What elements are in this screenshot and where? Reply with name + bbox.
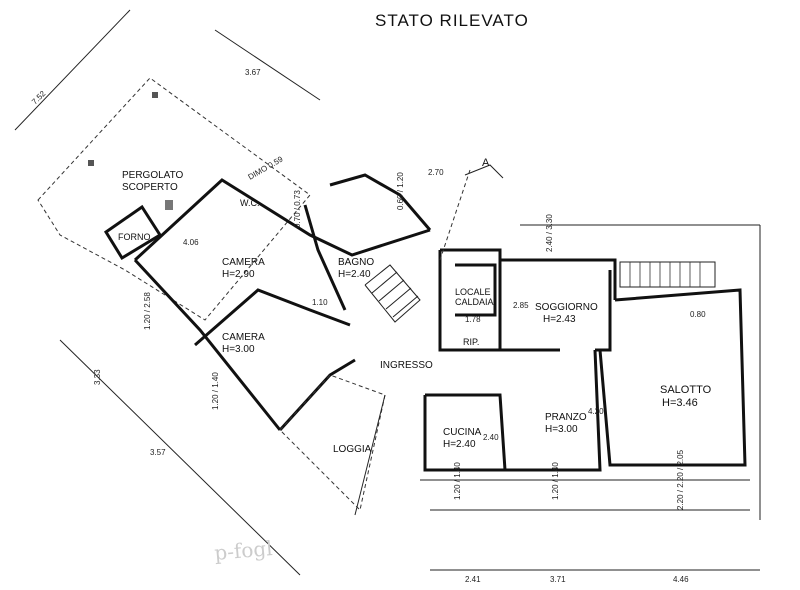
dim-070-073: 0.70 / 0.73 xyxy=(293,190,302,228)
dim-camera-depth: 4.06 xyxy=(183,238,199,247)
cucina-box xyxy=(423,393,507,472)
dim-ant: DIMO 0.59 xyxy=(247,154,285,181)
dim-top-width: 3.67 xyxy=(245,68,261,77)
room-wc: W.C. xyxy=(240,198,260,208)
dim-120-140-a: 1.20 / 1.40 xyxy=(211,372,220,410)
camera-divider-wall xyxy=(194,288,351,347)
bagno-left-wall xyxy=(303,204,347,311)
dim-diag: 2.70 xyxy=(428,168,444,177)
room-bagno-l1: BAGNO xyxy=(338,257,374,268)
room-pergolato-l1: PERGOLATO xyxy=(122,170,184,181)
handwritten-note: p-fogl xyxy=(213,536,273,565)
room-pranzo-l2: H=3.00 xyxy=(545,424,578,435)
room-soggiorno-l1: SOGGIORNO xyxy=(535,302,598,313)
dim-left-bottom: 3.57 xyxy=(150,448,166,457)
dim-base-3: 4.46 xyxy=(673,575,689,584)
dim-pranzo-d: 4.20 xyxy=(588,407,604,416)
right-block xyxy=(420,224,761,520)
bagno-top-wall xyxy=(329,173,432,231)
section-cut-line xyxy=(439,169,471,261)
dim-bottom-1: 1.20 / 1.40 xyxy=(453,462,462,500)
room-camera2-l2: H=3.00 xyxy=(222,344,255,355)
room-camera1-l1: CAMERA xyxy=(222,257,265,268)
room-camera2-l1: CAMERA xyxy=(222,332,265,343)
dim-salotto-w: 0.80 xyxy=(690,310,706,319)
room-camera1-l2: H=2.90 xyxy=(222,269,255,280)
wing-left-wall xyxy=(133,258,282,431)
dim-110: 1.10 xyxy=(312,298,328,307)
soggiorno-left-wall xyxy=(498,260,560,352)
room-rip: RIP. xyxy=(463,337,479,347)
wing-top-wall xyxy=(133,178,431,262)
pillar xyxy=(152,92,158,98)
dim-cucina-d: 2.40 xyxy=(483,433,499,442)
room-pranzo-l1: PRANZO xyxy=(545,412,587,423)
room-caldaia-l2: CALDAIA xyxy=(455,297,494,307)
dim-left-top: 7.52 xyxy=(30,89,48,107)
loggia-outline xyxy=(279,374,386,512)
top-dimension-line xyxy=(214,29,321,101)
salotto-walls xyxy=(598,288,747,467)
dim-base-2: 3.71 xyxy=(550,575,566,584)
left-dimension-line xyxy=(14,9,131,131)
pergola-outline xyxy=(37,77,311,321)
pillar xyxy=(88,160,94,166)
forno-box xyxy=(103,204,163,261)
room-salotto-l2: H=3.46 xyxy=(662,397,698,409)
dim-caldaia-w: 1.78 xyxy=(465,315,481,324)
stairs-right xyxy=(619,261,716,288)
camera-bottom-wall xyxy=(278,358,356,432)
lower-left-dimension-line xyxy=(59,339,301,576)
room-forno: FORNO xyxy=(118,232,151,242)
room-salotto-l1: SALOTTO xyxy=(660,384,712,396)
caldaia-left-wall xyxy=(438,250,500,352)
room-ingresso: INGRESSO xyxy=(380,360,433,371)
pranzo-right-wall xyxy=(505,349,602,472)
room-cucina-l2: H=2.40 xyxy=(443,439,476,450)
dim-bottom-2: 1.20 / 1.40 xyxy=(551,462,560,500)
pillar xyxy=(165,200,173,210)
loggia-edge xyxy=(354,394,386,516)
room-caldaia-l1: LOCALE xyxy=(455,287,491,297)
dim-bottom-3: 2.20 / 2.20 / 2.05 xyxy=(676,449,685,510)
room-bagno-l2: H=2.40 xyxy=(338,269,371,280)
stairs-rotated xyxy=(364,264,421,323)
room-loggia: LOGGIA xyxy=(333,444,372,455)
dim-base-1: 2.41 xyxy=(465,575,481,584)
dim-left-mid: 3.33 xyxy=(93,369,102,385)
dim-060-120: 0.60 / 1.20 xyxy=(396,172,405,210)
plan-title: STATO RILEVATO xyxy=(375,11,529,30)
room-soggiorno-l2: H=2.43 xyxy=(543,314,576,325)
dim-240-330: 2.40 / 3.30 xyxy=(545,214,554,252)
rotated-wing xyxy=(37,77,432,516)
room-cucina-l1: CUCINA xyxy=(443,427,482,438)
section-marker-line xyxy=(464,164,504,179)
dim-120-258: 1.20 / 2.58 xyxy=(143,292,152,330)
section-marker-a: A xyxy=(482,157,490,169)
room-pergolato-l2: SCOPERTO xyxy=(122,182,178,193)
dim-soggiorno-d: 2.85 xyxy=(513,301,529,310)
caldaia-box xyxy=(455,263,497,317)
